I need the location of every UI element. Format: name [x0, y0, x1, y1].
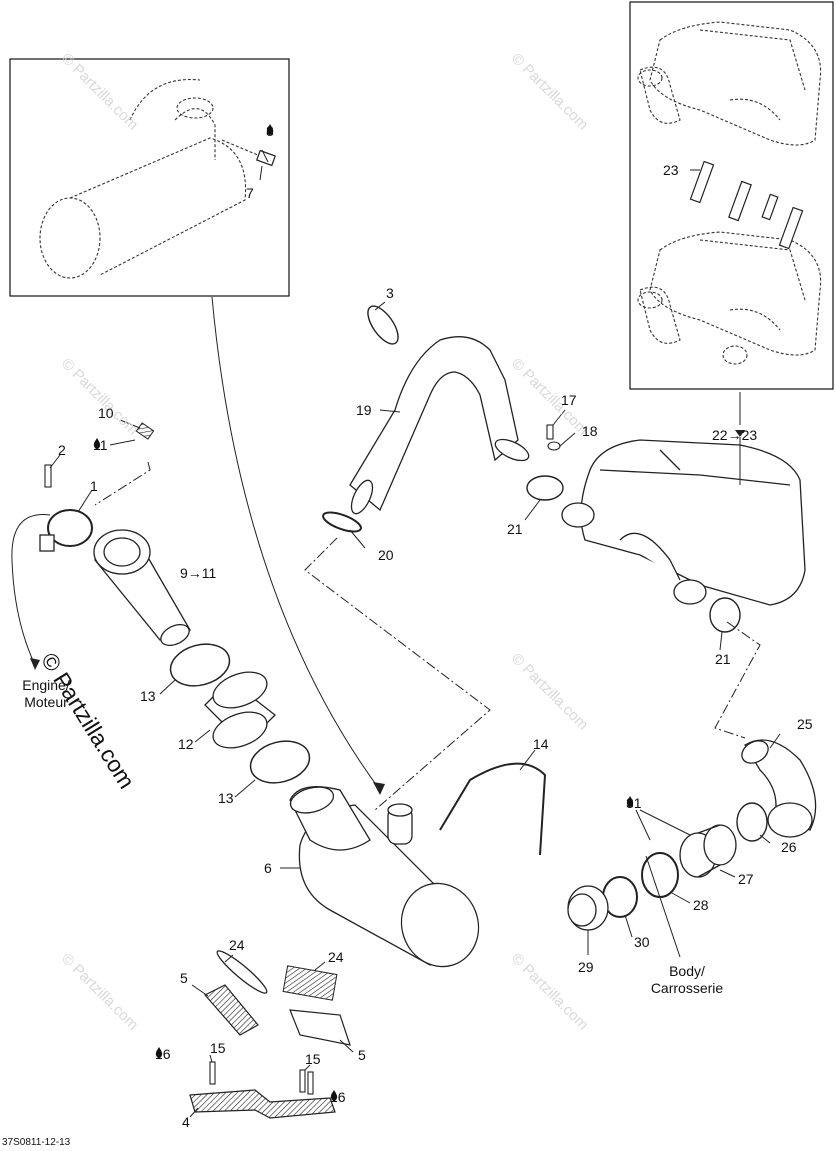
callout-label: 17 [561, 392, 577, 408]
callout-label: 7 [246, 185, 254, 201]
inset-box-airbox [629, 1, 834, 390]
callout-label: 21 [715, 651, 731, 667]
pin-2 [44, 464, 52, 488]
callout-label: 31 [626, 796, 642, 810]
callout-label: 4 [182, 1114, 190, 1130]
solid-leader-lines [11, 296, 741, 958]
callout-label: 1 [90, 478, 98, 494]
inset-airbox-top [637, 21, 822, 146]
clamp-1-screw [39, 534, 55, 552]
bracket-5-right [289, 1009, 351, 1046]
callout-label: 11 [93, 438, 108, 452]
callout-label: 22→23 [712, 427, 758, 443]
clamp-3 [367, 305, 399, 345]
clamp-1 [47, 509, 93, 547]
inset-muffler [39, 78, 266, 279]
callout-label: 6 [264, 860, 272, 876]
callout-label: 16 [155, 1047, 171, 1061]
callout-label: 15 [210, 1040, 226, 1056]
body-label: Body/ Carrosserie [632, 963, 742, 997]
adapter-27 [679, 824, 737, 878]
callout-ticks [49, 149, 781, 1118]
callout-label: 10 [98, 405, 114, 421]
callout-label: 28 [693, 897, 709, 913]
oil-drop-icon [266, 124, 274, 135]
oil-drop-icon [626, 796, 634, 807]
strap-14 [439, 762, 547, 856]
callout-label: 20 [378, 547, 394, 563]
washer-18 [547, 441, 561, 451]
callout-label: 23 [663, 162, 679, 178]
callout-label: 26 [781, 839, 797, 855]
nut-29 [567, 885, 609, 931]
leader-lines [94, 461, 761, 811]
callout-label: 14 [533, 736, 549, 752]
oil-drop-icon [155, 1047, 163, 1058]
clamp-21-upper [526, 475, 564, 501]
gasket-24-left [216, 950, 268, 994]
spring-10 [135, 422, 155, 440]
callout-label: 12 [178, 736, 194, 752]
airbox-22 [561, 439, 806, 606]
engine-label-line: Engine/ [22, 677, 70, 693]
bracket-5-left [204, 984, 259, 1036]
engine-label-line: Moteur [24, 694, 68, 710]
callout-label: 24 [229, 937, 245, 953]
callout-label: 30 [634, 934, 650, 950]
callout-label: 24 [328, 949, 344, 965]
callout-label: 18 [582, 423, 598, 439]
callout-label: 5 [358, 1047, 366, 1063]
exhaust-pipe-9 [93, 529, 191, 646]
clamp-13-lower [249, 740, 311, 784]
body-label-line: Body/ [669, 963, 705, 979]
gasket-28 [641, 852, 679, 898]
callout-label: 27 [738, 871, 754, 887]
callout-label: 15 [305, 1051, 321, 1067]
callout-label: 2 [58, 442, 66, 458]
elbow-25 [741, 739, 817, 838]
callout-label: 19 [356, 402, 372, 418]
oil-drop-icon [330, 1090, 338, 1101]
inset-box-muffler [9, 58, 290, 297]
muffler-6 [289, 786, 480, 968]
coupler-12 [204, 671, 276, 749]
callout-label: 13 [218, 790, 234, 806]
engine-label: Engine/ Moteur [14, 677, 78, 711]
arrowheads [30, 430, 745, 795]
clamp-20 [322, 511, 362, 533]
clamp-13-upper [169, 643, 231, 687]
oil-drop-icon [93, 438, 101, 449]
clamp-26 [736, 802, 768, 842]
bolt-17 [546, 424, 554, 440]
callout-label: 9→11 [180, 565, 217, 581]
body-label-line: Carrosserie [650, 980, 724, 996]
callout-label: 25 [797, 716, 813, 732]
diagram-reference: 37S0811-12-13 [2, 1137, 71, 1148]
clamp-21-lower [709, 597, 741, 633]
gasket-24-right [282, 965, 338, 1001]
callout-label: 5 [180, 970, 188, 986]
callout-label: 21 [507, 521, 523, 537]
callout-label: 16 [330, 1090, 346, 1104]
callout-label: 3 [386, 285, 394, 301]
hose-19 [349, 336, 530, 515]
callout-label: 13 [140, 688, 156, 704]
studs-15 [209, 1061, 314, 1095]
callout-label: 8 [266, 124, 274, 138]
plate-4 [189, 1089, 336, 1119]
callout-label: 29 [578, 959, 594, 975]
inset-airbox-bottom [637, 231, 822, 365]
foam-strips [689, 160, 804, 250]
